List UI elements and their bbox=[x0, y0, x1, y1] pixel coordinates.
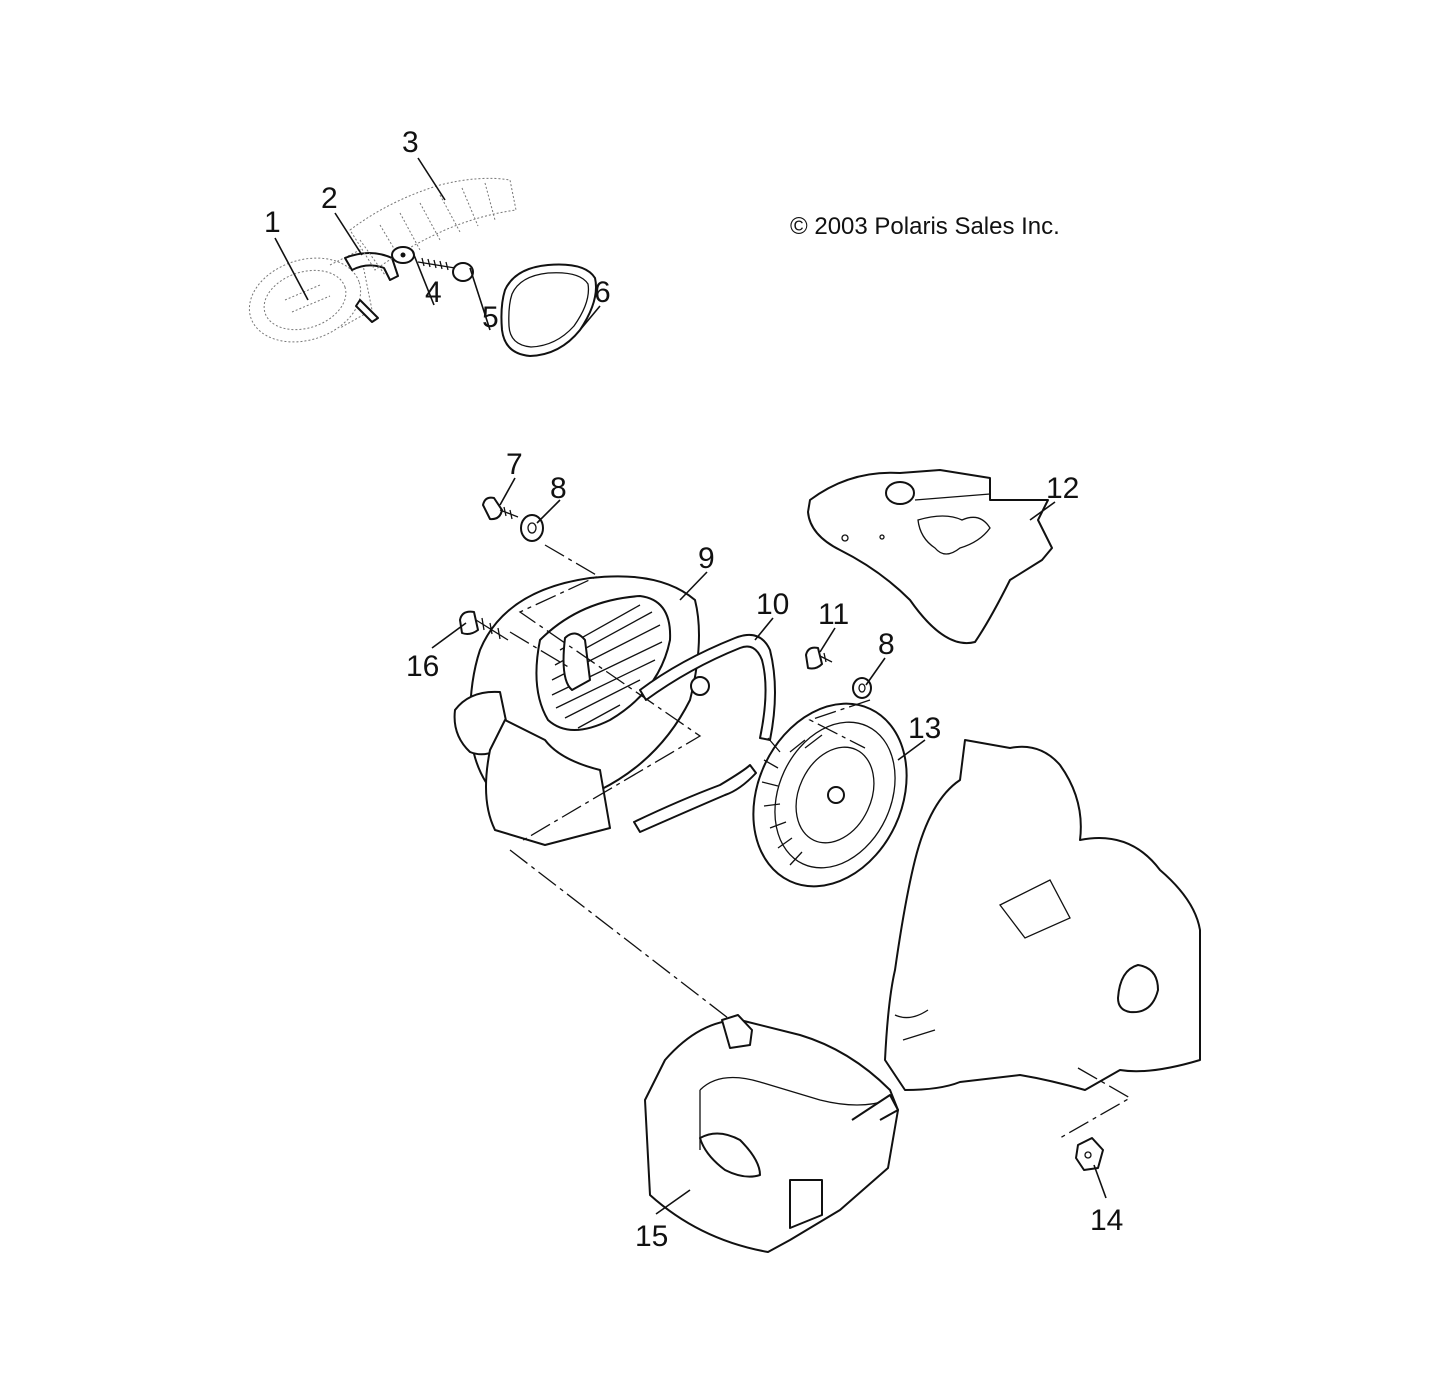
part-4-washer bbox=[391, 246, 415, 264]
callout-11: 11 bbox=[818, 598, 849, 631]
part-16-bolt bbox=[459, 610, 509, 641]
callout-8-upper: 8 bbox=[550, 472, 567, 505]
part-2-clamp bbox=[344, 252, 399, 323]
callout-9: 9 bbox=[698, 542, 715, 575]
callout-16: 16 bbox=[406, 650, 439, 683]
part-15-shroud bbox=[644, 1014, 899, 1253]
callout-15: 15 bbox=[635, 1220, 668, 1253]
part-11-bolt bbox=[805, 646, 833, 670]
part-8-washer-upper bbox=[520, 514, 544, 542]
part-3-flex-duct bbox=[349, 177, 517, 276]
callout-14: 14 bbox=[1090, 1204, 1123, 1237]
callout-2: 2 bbox=[321, 182, 338, 215]
part-12-gasket-plate bbox=[807, 469, 1053, 645]
callout-6: 6 bbox=[594, 276, 611, 309]
leader-lines bbox=[274, 157, 1107, 1215]
part-7-bolt bbox=[482, 496, 519, 521]
part-6-ring bbox=[500, 263, 597, 357]
copyright-notice: © 2003 Polaris Sales Inc. bbox=[790, 213, 1060, 240]
callout-labels: 1 2 3 4 5 6 7 8 9 10 11 8 12 13 14 15 16 bbox=[264, 126, 1123, 1253]
callout-3: 3 bbox=[402, 126, 419, 159]
callout-10: 10 bbox=[756, 588, 789, 621]
callout-5: 5 bbox=[482, 301, 499, 334]
part-5-screw bbox=[417, 257, 474, 282]
callout-13: 13 bbox=[908, 712, 941, 745]
part-14-nut bbox=[1075, 1137, 1104, 1171]
part-10-hose bbox=[633, 634, 776, 833]
assembly-guide-lines bbox=[509, 544, 1132, 1139]
callout-4: 4 bbox=[425, 276, 442, 309]
part-13-flywheel-fan bbox=[752, 702, 908, 888]
callout-7: 7 bbox=[506, 448, 523, 481]
part-9-fan-housing bbox=[453, 575, 710, 846]
engine-block bbox=[884, 739, 1201, 1091]
callout-8-lower: 8 bbox=[878, 628, 895, 661]
callout-12: 12 bbox=[1046, 472, 1079, 505]
callout-1: 1 bbox=[264, 206, 281, 239]
